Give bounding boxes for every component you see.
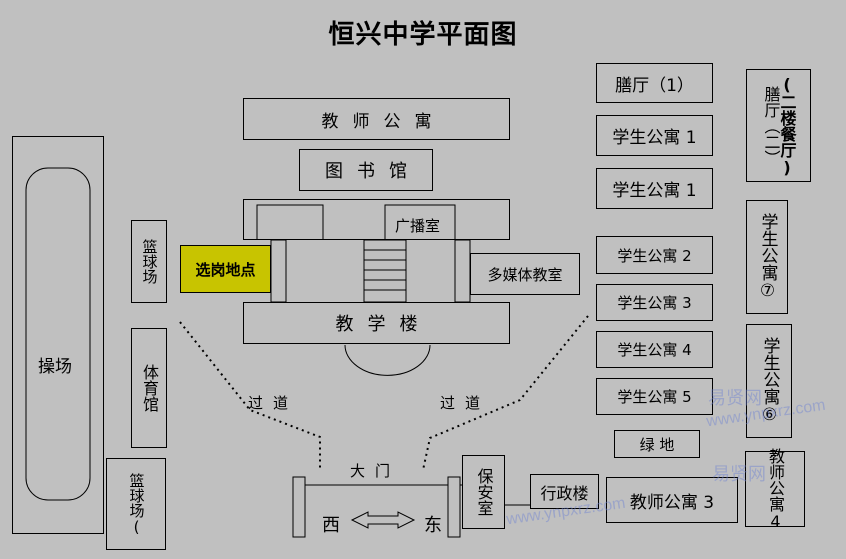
- canteen-2-note: (二楼餐厅): [777, 74, 797, 177]
- basketball-court-bottom: 篮球场(: [106, 458, 166, 550]
- basketball-court-top: 篮球场: [131, 220, 167, 303]
- east-label: 东: [424, 515, 442, 536]
- green-area: 绿 地: [614, 430, 700, 458]
- upper-room-left: [256, 204, 324, 240]
- playground-label: 操场: [38, 357, 72, 377]
- student-apartment-4: 学生公寓 4: [596, 331, 713, 368]
- map-title: 恒兴中学平面图: [328, 20, 518, 50]
- student-apartment-2: 学生公寓 2: [596, 236, 713, 274]
- west-label: 西: [322, 515, 340, 536]
- upper-teaching-block: [243, 199, 510, 240]
- student-apartment-1a: 学生公寓 1: [596, 115, 713, 156]
- admin-building: 行政楼: [530, 474, 599, 509]
- main-gate-label: 大门: [350, 462, 401, 480]
- canteen-1: 膳厅（1）: [596, 63, 713, 103]
- gate-post-east: [447, 476, 461, 538]
- student-apartment-5: 学生公寓 5: [596, 378, 713, 415]
- library: 图书馆: [299, 149, 433, 191]
- playground: [12, 136, 104, 534]
- teacher-apartment: 教师公寓: [243, 98, 510, 140]
- security-room: 保安室: [462, 455, 505, 529]
- door-arc: [344, 344, 431, 376]
- teacher-apartment-3: 教师公寓 3: [606, 477, 738, 523]
- multimedia-room: 多媒体教室: [470, 253, 580, 295]
- canteen-2-label: 膳厅（二）: [761, 85, 781, 166]
- student-apartment-3: 学生公寓 3: [596, 284, 713, 321]
- pillar-left: [270, 239, 287, 303]
- corridor-left-label: 过道: [248, 394, 299, 412]
- student-apartment-6: 学生公寓⑥: [746, 324, 792, 438]
- upper-room-right: [384, 204, 456, 240]
- corridor-right-path: [422, 315, 589, 471]
- teacher-apartment-4: 教师公寓4: [745, 448, 805, 531]
- playground-track: [25, 167, 91, 501]
- selected-location[interactable]: 选岗地点: [180, 245, 271, 293]
- corridor-right-label: 过道: [440, 394, 491, 412]
- canteen-2: 膳厅（二） (二楼餐厅): [746, 69, 811, 182]
- gymnasium: 体育馆: [131, 328, 167, 448]
- student-apartment-1b: 学生公寓 1: [596, 168, 713, 209]
- west-east-arrow: [350, 511, 416, 529]
- gate-post-west: [292, 476, 306, 538]
- broadcast-room: 广播室: [395, 217, 441, 235]
- stairs: [363, 239, 407, 303]
- pillar-right: [454, 239, 471, 303]
- teaching-building: 教学楼: [243, 302, 510, 344]
- student-apartment-7: 学生公寓⑦: [746, 200, 788, 314]
